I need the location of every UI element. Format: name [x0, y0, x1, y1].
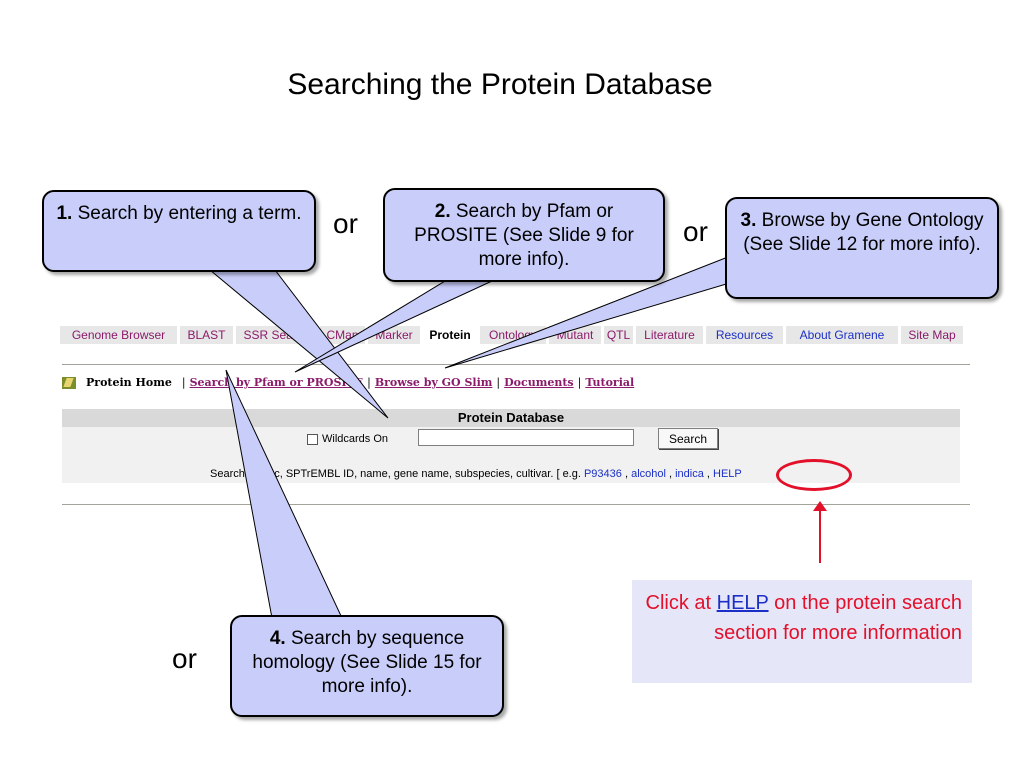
callout-number: 4. — [269, 628, 286, 649]
protein-subnav: Protein Home | Search by Pfam or PROSITE… — [62, 376, 634, 389]
tab-genome-browser[interactable]: Genome Browser — [60, 326, 177, 344]
wildcards-toggle[interactable]: Wildcards On — [307, 433, 388, 445]
callout-sequence-homology: 4. Search by sequence homology (See Slid… — [230, 615, 504, 717]
link-tutorial[interactable]: Tutorial — [585, 376, 635, 389]
tab-mutant[interactable]: Mutant — [549, 326, 601, 344]
pointer-2 — [294, 274, 506, 373]
help-highlight-oval — [776, 459, 852, 491]
hint-text: Search by acc, SPTrEMBL ID, name, gene n… — [210, 468, 584, 480]
or-label-1: or — [333, 208, 358, 239]
tab-resources[interactable]: Resources — [706, 326, 783, 344]
callout-number: 2. — [434, 201, 451, 222]
protein-home-label: Protein Home — [86, 376, 172, 389]
tab-site-map[interactable]: Site Map — [901, 326, 963, 344]
search-hint: Search by acc, SPTrEMBL ID, name, gene n… — [210, 468, 742, 480]
link-documents[interactable]: Documents — [504, 376, 574, 389]
or-label-2: or — [683, 216, 708, 247]
tab-protein[interactable]: Protein — [423, 326, 477, 344]
protein-database-header: Protein Database — [62, 409, 960, 427]
tab-cmap[interactable]: CMap — [320, 326, 365, 344]
red-arrow-up-icon — [813, 501, 827, 563]
callout-number: 3. — [740, 210, 757, 231]
divider-bottom — [62, 504, 970, 505]
example-indica[interactable]: indica — [675, 468, 704, 480]
callout-gene-ontology: 3. Browse by Gene Ontology (See Slide 12… — [725, 197, 999, 299]
tab-marker[interactable]: Marker — [368, 326, 420, 344]
pointer-1 — [208, 269, 389, 419]
tab-qtl[interactable]: QTL — [604, 326, 633, 344]
divider-top — [62, 364, 970, 365]
callout-number: 1. — [56, 203, 73, 224]
gramene-nav-bar: Genome Browser BLAST SSR Search CMap Mar… — [60, 326, 968, 344]
protein-search-input[interactable] — [418, 429, 634, 446]
help-note: Click at HELP on the protein search sect… — [632, 580, 972, 683]
example-p93436[interactable]: P93436 — [583, 468, 622, 480]
tab-about-gramene[interactable]: About Gramene — [786, 326, 898, 344]
tab-ssr-search[interactable]: SSR Search — [236, 326, 317, 344]
callout-text: Browse by Gene Ontology (See Slide 12 fo… — [743, 210, 984, 255]
example-alcohol[interactable]: alcohol — [631, 468, 666, 480]
gramene-leaf-icon — [62, 376, 76, 389]
tab-ontology[interactable]: Ontology — [480, 326, 546, 344]
search-button[interactable]: Search — [658, 428, 718, 449]
pointer-4 — [225, 369, 343, 619]
tab-blast[interactable]: BLAST — [180, 326, 233, 344]
callout-text: Search by sequence homology (See Slide 1… — [252, 628, 482, 697]
callout-search-term: 1. Search by entering a term. — [42, 190, 316, 272]
link-browse-go-slim[interactable]: Browse by GO Slim — [374, 376, 493, 389]
wildcards-label: Wildcards On — [322, 433, 389, 445]
note-pre: Click at — [645, 592, 717, 614]
tab-literature[interactable]: Literature — [636, 326, 703, 344]
note-help-link[interactable]: HELP — [716, 592, 769, 614]
or-label-3: or — [172, 643, 197, 674]
slide-title: Searching the Protein Database — [287, 68, 713, 101]
link-search-pfam-prosite[interactable]: Search by Pfam or PROSITE — [189, 376, 364, 389]
help-link[interactable]: HELP — [713, 468, 742, 480]
callout-pfam-prosite: 2. Search by Pfam or PROSITE (See Slide … — [383, 188, 665, 282]
wildcards-checkbox[interactable] — [307, 433, 318, 445]
note-post: on the protein search section for more i… — [714, 592, 962, 644]
callout-text: Search by entering a term. — [72, 203, 302, 224]
